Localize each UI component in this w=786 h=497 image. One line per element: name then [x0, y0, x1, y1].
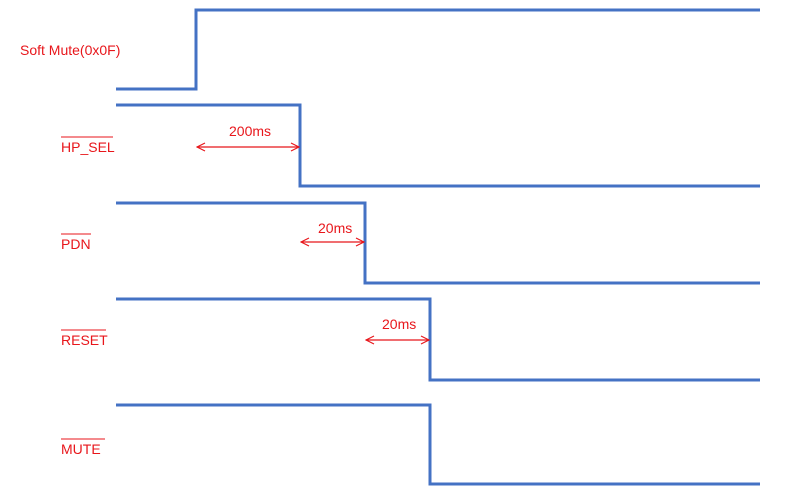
reset-waveform: [116, 297, 760, 382]
signal-labels: Soft Mute(0x0F) HP_SEL PDN RESET MUTE: [20, 42, 120, 457]
signal-label-reset: RESET: [61, 332, 108, 348]
mute-waveform: [116, 403, 760, 486]
waveforms: [116, 8, 760, 486]
timing-label-hp-sel: 200ms: [229, 123, 271, 139]
timing-annotations: 200ms 20ms 20ms: [197, 123, 429, 340]
signal-label-soft-mute: Soft Mute(0x0F): [20, 42, 120, 58]
timing-label-reset: 20ms: [382, 316, 416, 332]
hp-sel-waveform: [116, 103, 760, 188]
timing-label-pdn: 20ms: [318, 220, 352, 236]
pdn-waveform: [116, 201, 760, 285]
signal-label-mute: MUTE: [61, 441, 101, 457]
signal-label-pdn: PDN: [61, 236, 91, 252]
soft-mute-waveform: [116, 8, 760, 91]
signal-label-hp-sel: HP_SEL: [61, 139, 115, 155]
